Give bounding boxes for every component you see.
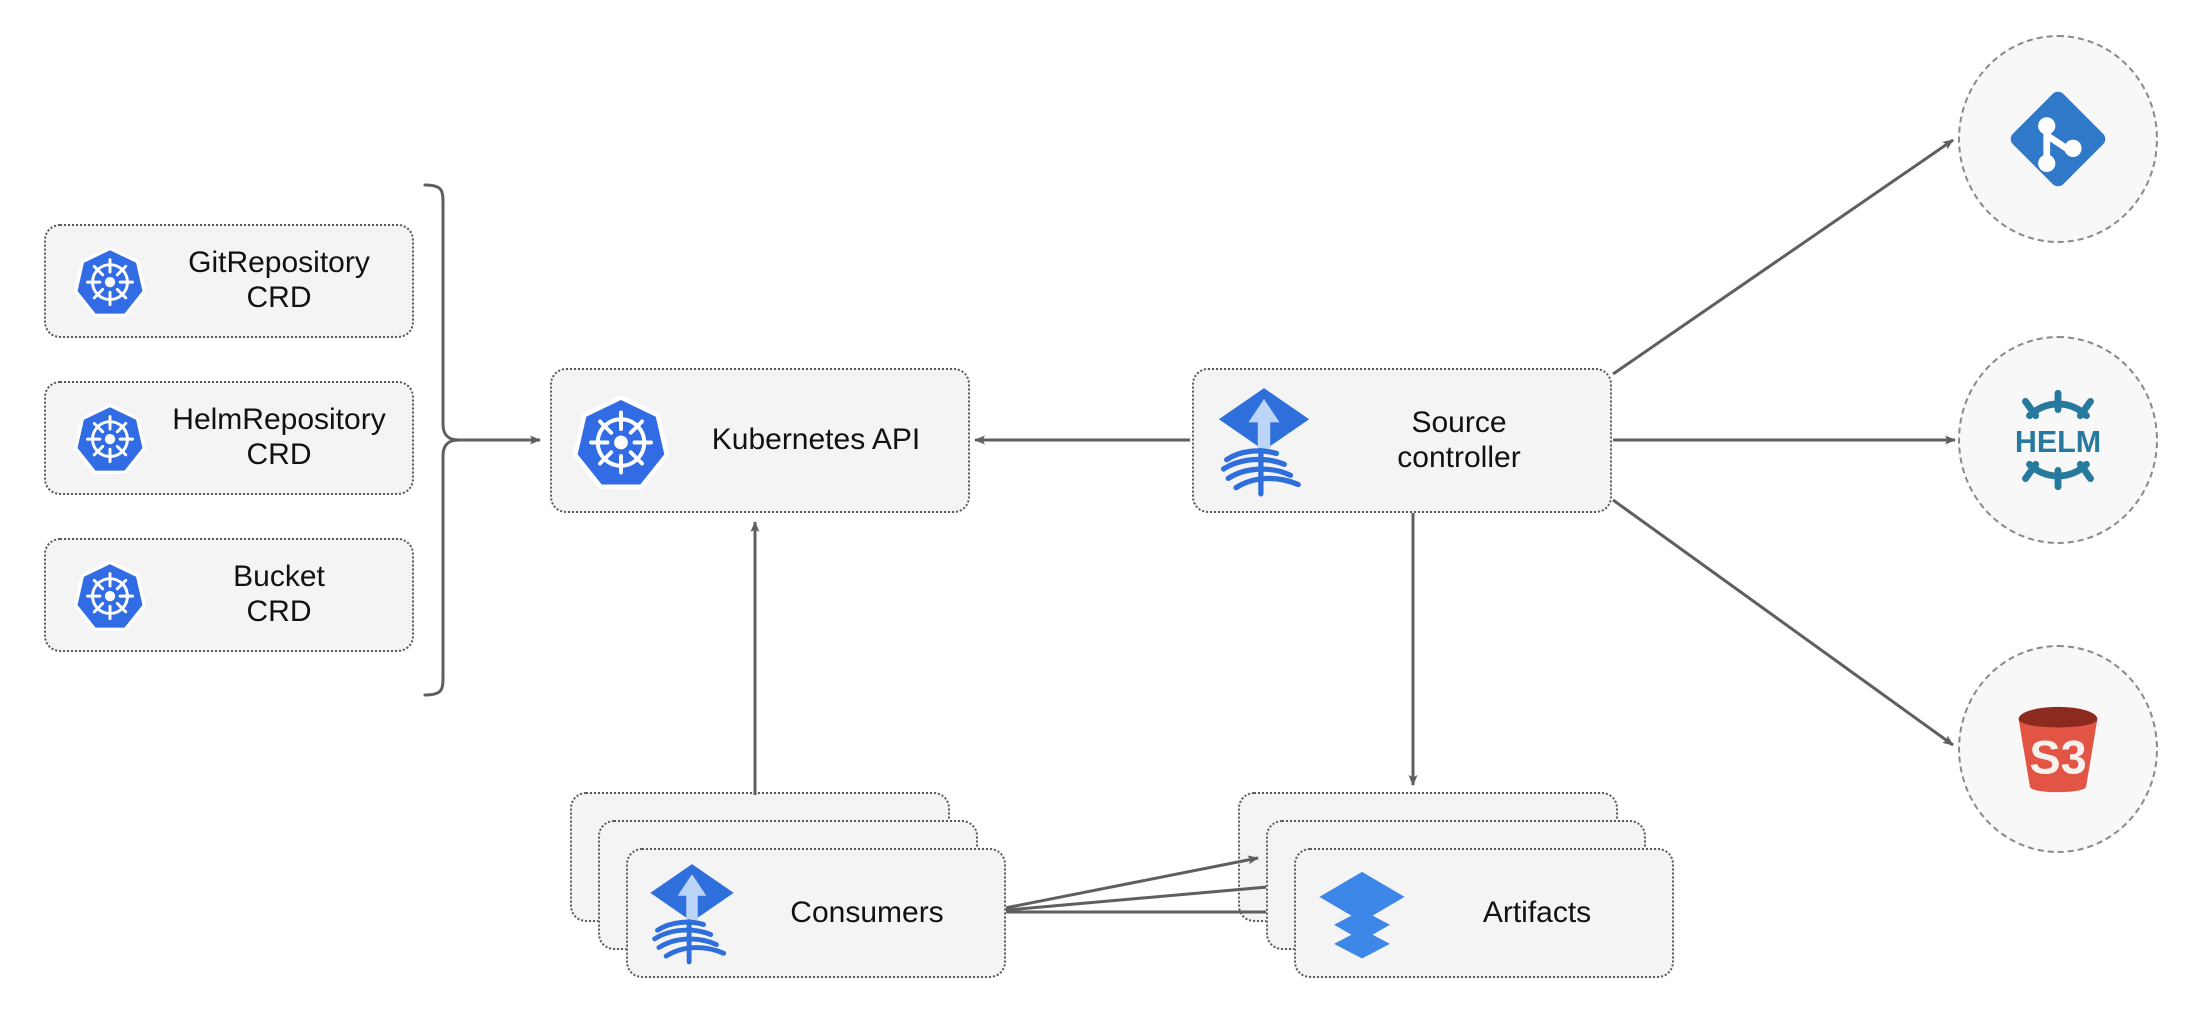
- crd-card-bucket[interactable]: Bucket CRD: [44, 538, 414, 652]
- kubernetes-api-label: Kubernetes API: [711, 423, 921, 457]
- helm-icon: HELM: [1993, 375, 2123, 505]
- helm-wordmark: HELM: [2015, 425, 2101, 459]
- layers-icon: [1310, 861, 1414, 965]
- kubernetes-icon: [62, 390, 158, 486]
- consumers-label: Consumers: [790, 895, 944, 929]
- crd-card-label: HelmRepository CRD: [172, 403, 386, 471]
- flux-icon: [1208, 382, 1320, 500]
- artifacts-node[interactable]: Artifacts: [1294, 848, 1674, 978]
- crd-card-label: GitRepository CRD: [188, 246, 370, 314]
- s3-backend-node[interactable]: S3: [1958, 645, 2158, 853]
- kubernetes-icon: [62, 547, 158, 643]
- source-controller-label: Source controller: [1397, 405, 1521, 474]
- helm-backend-node[interactable]: HELM: [1958, 336, 2158, 544]
- kubernetes-icon: [62, 233, 158, 329]
- crd-card-helmrepository[interactable]: HelmRepository CRD: [44, 381, 414, 495]
- kubernetes-api-node[interactable]: Kubernetes API: [550, 368, 970, 513]
- edge-consumers-to-artifacts-1: [984, 855, 1259, 914]
- kubernetes-icon: [566, 386, 676, 496]
- crd-card-gitrepository[interactable]: GitRepository CRD: [44, 224, 414, 338]
- source-controller-node[interactable]: Source controller: [1192, 368, 1612, 513]
- edge-source-to-git: [1612, 138, 1954, 376]
- git-icon: [1998, 79, 2118, 199]
- artifacts-label: Artifacts: [1482, 895, 1592, 929]
- consumers-node[interactable]: Consumers: [626, 848, 1006, 978]
- crd-card-label: Bucket CRD: [233, 560, 325, 628]
- s3-wordmark: S3: [2029, 731, 2086, 783]
- s3-icon: S3: [1998, 689, 2118, 809]
- git-backend-node[interactable]: [1958, 35, 2158, 243]
- edge-source-to-s3: [1612, 498, 1954, 747]
- flux-icon: [642, 860, 742, 966]
